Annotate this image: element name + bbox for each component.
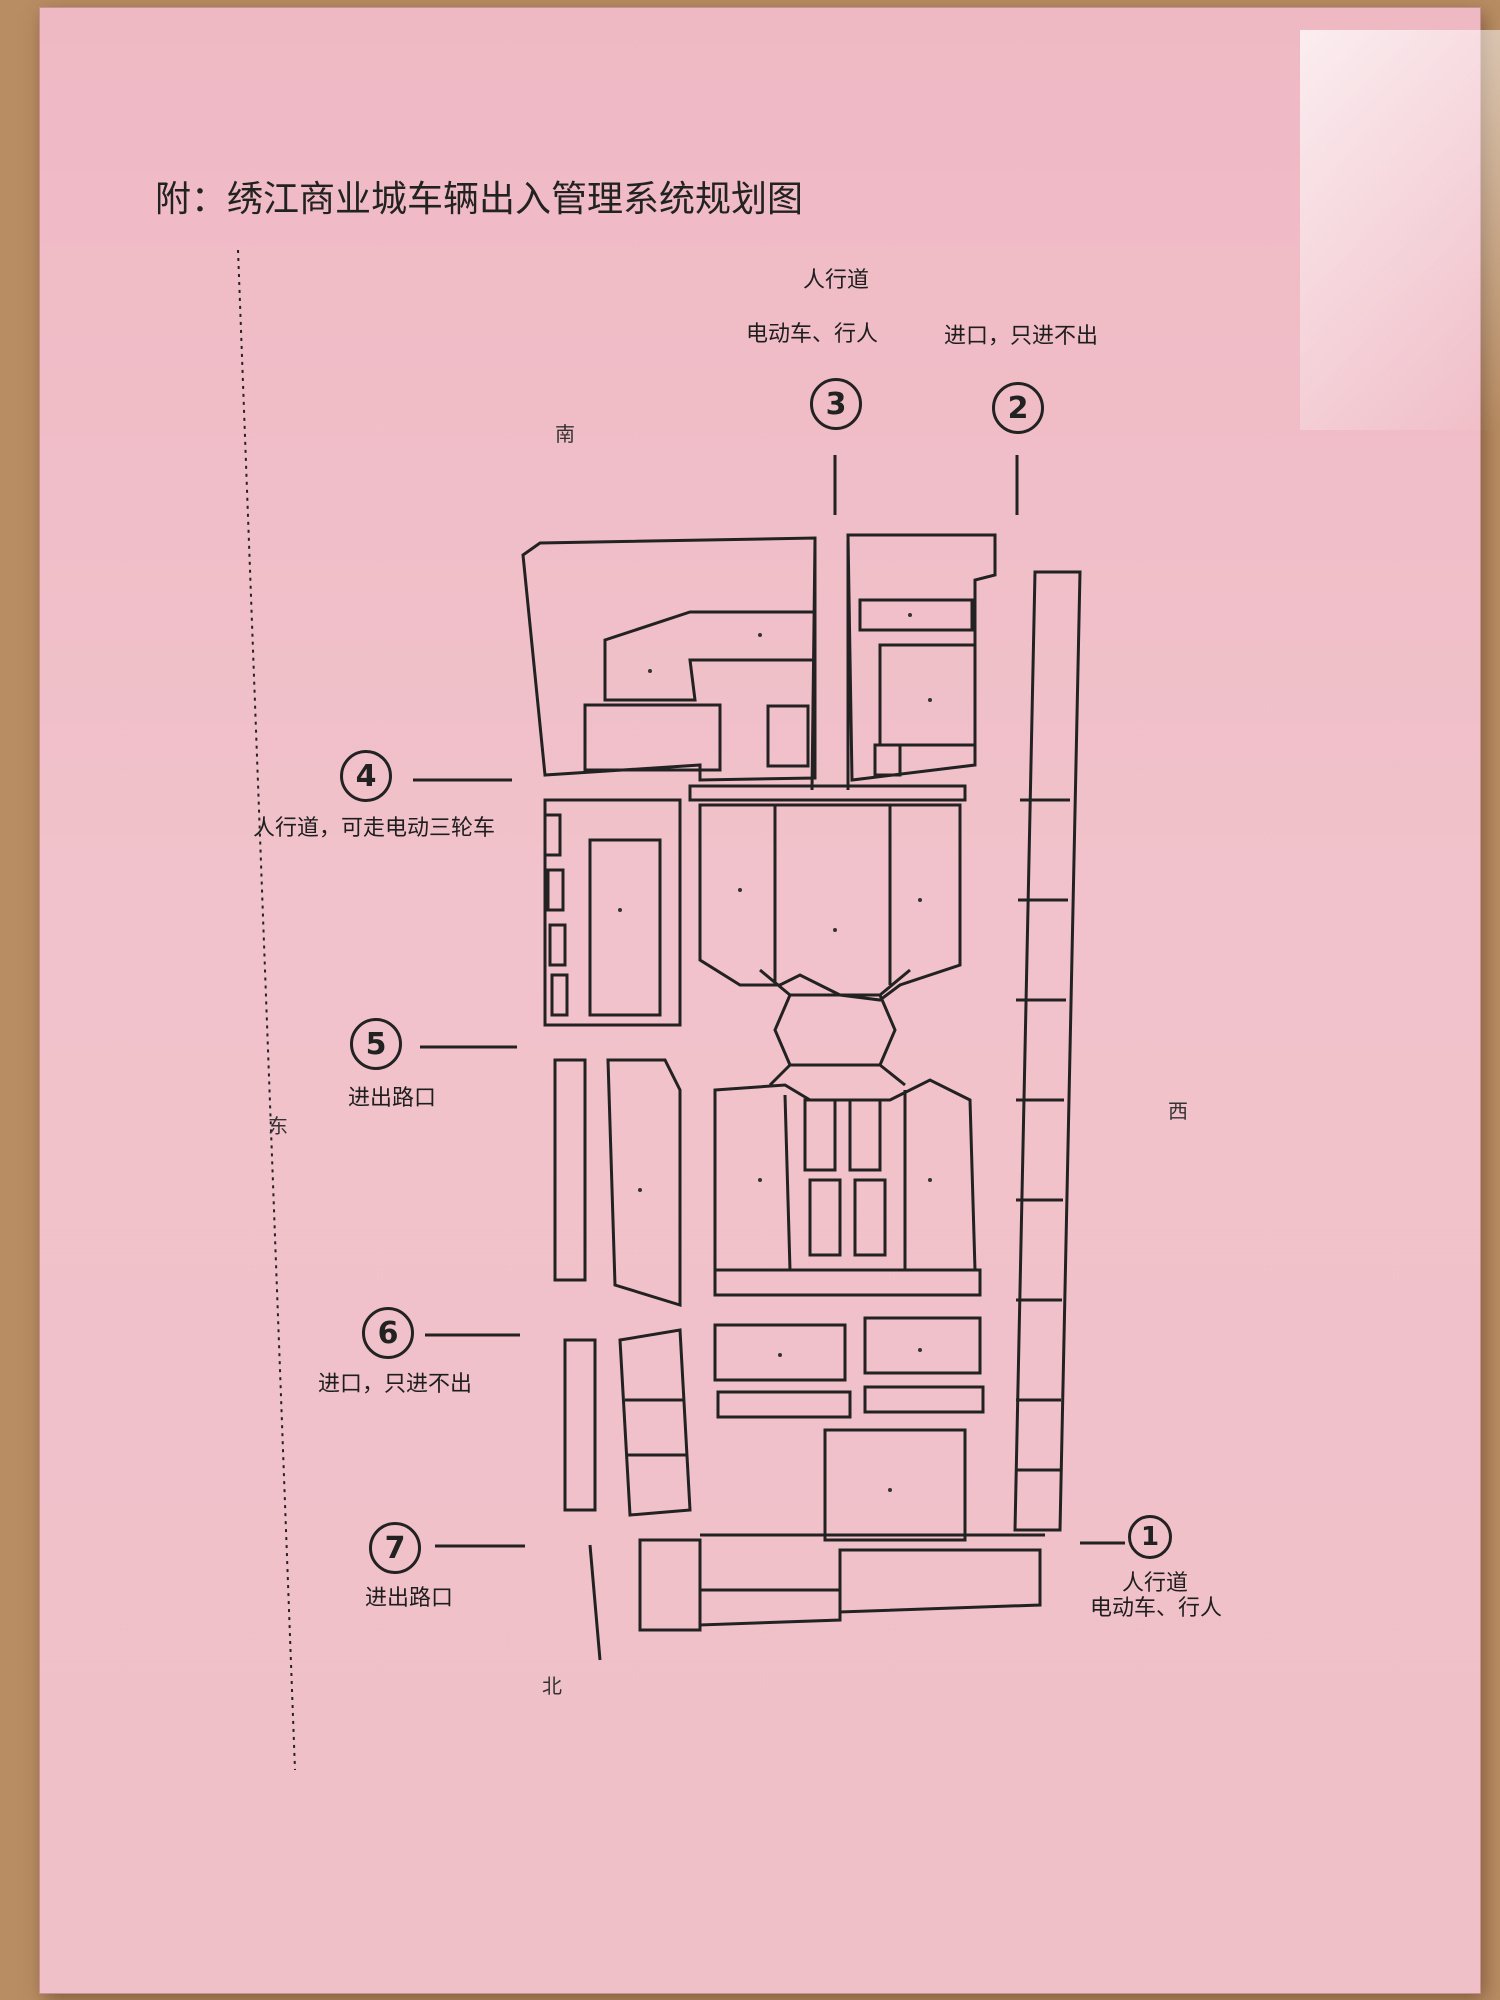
direction-east: 东: [268, 1114, 288, 1138]
strip-south: [838, 1548, 1042, 1614]
entrance-3-line2: 电动车、行人: [746, 322, 879, 347]
entrance-7-marker: 7: [369, 1522, 421, 1574]
stall-row-1b: [863, 1316, 982, 1375]
east-block-2: [553, 1058, 587, 1282]
entrance-6-marker: 6: [362, 1307, 414, 1359]
central-plaza: [773, 993, 897, 1067]
entrance-2-label: 进口，只进不出: [944, 324, 1099, 349]
direction-south: 南: [555, 422, 575, 446]
entrance-5-label: 进出路口: [348, 1086, 437, 1111]
building-south: [823, 1428, 967, 1542]
entrance-1-line1: 人行道: [1122, 1571, 1189, 1596]
entrance-1-line2: 电动车、行人: [1090, 1596, 1223, 1621]
central-hall-north: [698, 803, 962, 1002]
entrance-5-marker: 5: [350, 1018, 402, 1070]
stall-row-1a: [713, 1323, 847, 1382]
stall-row-2a: [716, 1390, 852, 1419]
central-hall-south: [713, 1078, 977, 1272]
entrance-6-label: 进口，只进不出: [318, 1372, 473, 1397]
stall-row-2b: [863, 1385, 985, 1414]
entrance-1-marker: 1: [1128, 1515, 1172, 1559]
stall-column-west: [1013, 570, 1082, 1532]
block-ne: [846, 533, 997, 782]
entrance-4-label: 人行道，可走电动三轮车: [253, 816, 496, 841]
entrance-3-marker: 3: [810, 378, 862, 430]
entrance-4-marker: 4: [340, 750, 392, 802]
entrance-3-line1: 人行道: [803, 268, 870, 293]
east-block-3: [563, 1338, 597, 1512]
plastic-glare: [1300, 30, 1500, 430]
block-nw: [521, 536, 817, 782]
entrance-7-label: 进出路口: [365, 1586, 454, 1611]
entrance-2-marker: 2: [992, 382, 1044, 434]
direction-west: 西: [1168, 1099, 1188, 1123]
block-sw: [638, 1538, 702, 1632]
east-boundary-line: [237, 249, 296, 1771]
direction-north: 北: [542, 1674, 562, 1698]
paper-sheet: [40, 8, 1480, 1993]
map-title: 附：绣江商业城车辆出入管理系统规划图: [155, 179, 804, 220]
east-block-1: [543, 798, 682, 1027]
